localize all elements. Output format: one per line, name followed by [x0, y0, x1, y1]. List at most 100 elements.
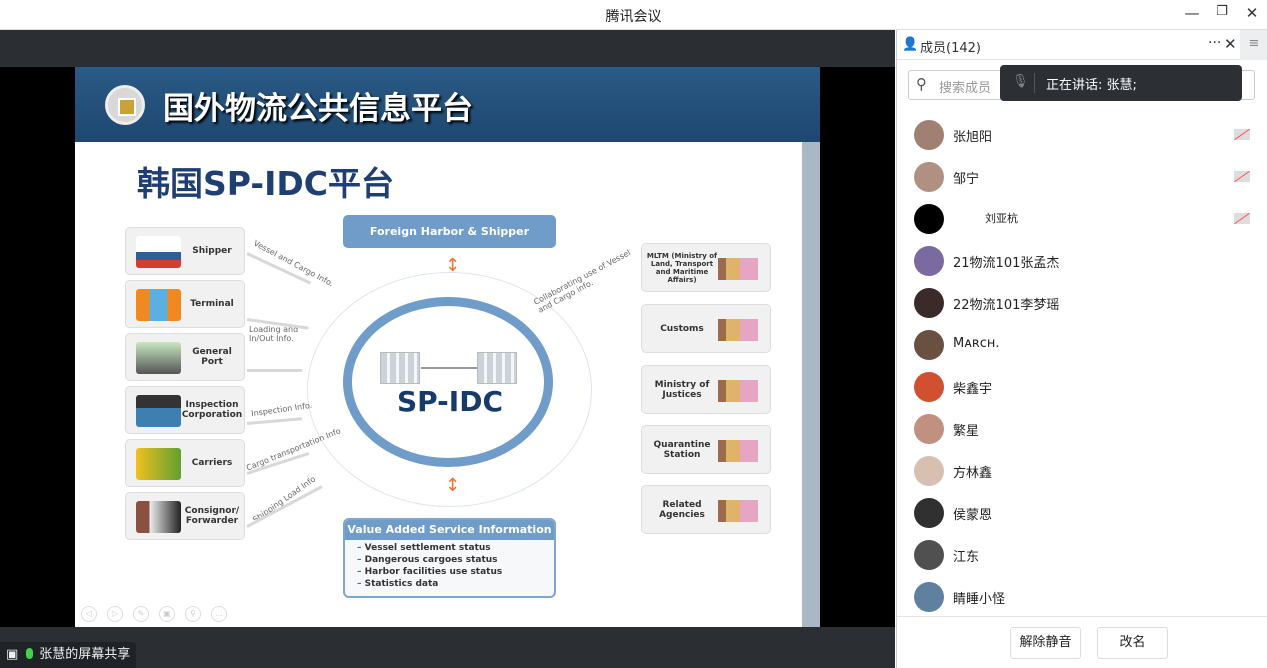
- slide-edge: [802, 142, 820, 627]
- share-label: 张慧的屏幕共享: [39, 647, 131, 662]
- avatar: [914, 330, 944, 360]
- left-box: Consignor/ Forwarder: [125, 492, 245, 540]
- avatar: [914, 246, 944, 276]
- building-icon: [718, 319, 758, 341]
- prev-icon[interactable]: ◁: [81, 606, 97, 622]
- mic-icon: [26, 648, 34, 659]
- member-name: 22物流101李梦瑶: [953, 298, 1060, 313]
- building-icon: [718, 380, 758, 402]
- pen-icon[interactable]: ✎: [133, 606, 149, 622]
- member-row[interactable]: Mᴀʀᴄʜ.: [897, 324, 1267, 366]
- camera-off-icon: [1234, 171, 1250, 182]
- slide-header-title: 国外物流公共信息平台: [163, 91, 473, 127]
- server-icon: [477, 352, 517, 384]
- slide-subtitle: 韩国SP-IDC平台: [137, 164, 394, 203]
- flow-label: Collaborating use of Vessel and Cargo in…: [532, 248, 633, 315]
- member-name: 21物流101张孟杰: [953, 256, 1060, 271]
- minimize-button[interactable]: —: [1184, 4, 1200, 22]
- value-added-box: Value Added Service Information Vessel s…: [343, 518, 556, 598]
- member-name: 睛睡小怪: [953, 592, 1006, 607]
- value-item: Dangerous cargoes status: [345, 554, 554, 566]
- avatar: [914, 414, 944, 444]
- title-bar: 腾讯会议 — ❐ ✕: [0, 0, 1267, 30]
- member-row[interactable]: 江东: [897, 534, 1267, 576]
- left-box-label: General Port: [192, 347, 232, 367]
- avatar: [914, 288, 944, 318]
- building-icon: [718, 500, 758, 522]
- member-row[interactable]: 22物流101李梦瑶: [897, 282, 1267, 324]
- member-name: 方林鑫: [953, 466, 993, 481]
- member-name: 张旭阳: [953, 130, 993, 145]
- more-button[interactable]: ···: [1208, 35, 1222, 51]
- avatar: [914, 120, 944, 150]
- person-icon: 👤: [902, 37, 919, 52]
- mic-muted-icon: 🎙: [1012, 74, 1029, 89]
- right-box-label: Ministry of Justices: [654, 379, 710, 400]
- more-icon[interactable]: …: [211, 606, 227, 622]
- camera-off-icon: [1234, 129, 1250, 140]
- zoom-icon[interactable]: ⚲: [185, 606, 201, 622]
- close-button[interactable]: ✕: [1245, 4, 1259, 22]
- left-box-label: Terminal: [190, 299, 234, 309]
- right-box: Customs: [641, 304, 771, 353]
- rename-button[interactable]: 改名: [1097, 627, 1168, 659]
- member-row[interactable]: 刘亚杭: [897, 198, 1267, 240]
- top-box: Foreign Harbor & Shipper: [343, 215, 556, 248]
- value-item: Vessel settlement status: [345, 542, 554, 554]
- member-name: 柴鑫宇: [953, 382, 993, 397]
- left-box: General Port: [125, 333, 245, 381]
- port-icon: [136, 342, 181, 374]
- left-box-label: Inspection Corporation: [181, 400, 243, 420]
- member-row[interactable]: 邹宁: [897, 156, 1267, 198]
- left-box-label: Carriers: [191, 458, 233, 468]
- screen-share-indicator: ▣ 张慧的屏幕共享: [0, 642, 137, 668]
- left-box: Terminal: [125, 280, 245, 328]
- inspection-icon: [136, 395, 181, 427]
- screen-icon: ▣: [6, 647, 19, 662]
- next-icon[interactable]: ▷: [107, 606, 123, 622]
- member-row[interactable]: 侯蒙恩: [897, 492, 1267, 534]
- divider: [1034, 73, 1035, 93]
- right-box-label: Customs: [660, 323, 704, 334]
- search-placeholder: 搜索成员: [939, 81, 992, 96]
- left-box: Carriers: [125, 439, 245, 487]
- member-row[interactable]: 方林鑫: [897, 450, 1267, 492]
- member-row[interactable]: 21物流101张孟杰: [897, 240, 1267, 282]
- flow-label: Loading and In/Out Info.: [249, 325, 299, 343]
- right-box-label: Related Agencies: [659, 499, 705, 520]
- member-row[interactable]: 繁星: [897, 408, 1267, 450]
- restore-button[interactable]: ❐: [1216, 4, 1228, 19]
- member-name: Mᴀʀᴄʜ.: [953, 336, 1000, 351]
- panel-footer: 解除静音 改名: [897, 616, 1267, 668]
- member-row[interactable]: 睛睡小怪: [897, 576, 1267, 618]
- arrow: [246, 485, 323, 528]
- member-name: 江东: [953, 550, 980, 565]
- flow-label: Inspection Info.: [250, 400, 313, 419]
- member-row[interactable]: 柴鑫宇: [897, 366, 1267, 408]
- arrow-icon: ↕: [445, 255, 461, 276]
- building-icon: [718, 440, 758, 462]
- right-box: MLTM (Ministry of Land, Transport and Ma…: [641, 243, 771, 292]
- bottom-strip: [0, 627, 895, 668]
- unmute-all-button[interactable]: 解除静音: [1010, 627, 1081, 659]
- arrow-icon: ↕: [445, 475, 461, 496]
- menu-button[interactable]: ≡: [1240, 30, 1267, 60]
- truck-icon: [136, 448, 181, 480]
- platform-ring: [343, 297, 553, 467]
- avatar: [914, 582, 944, 612]
- right-box-label: Quarantine Station: [653, 439, 711, 460]
- search-icon: ⚲: [916, 75, 927, 93]
- member-name: 繁星: [953, 424, 980, 439]
- right-box: Quarantine Station: [641, 425, 771, 474]
- arrow: [247, 369, 302, 372]
- avatar: [914, 456, 944, 486]
- close-panel-button[interactable]: ✕: [1224, 35, 1237, 53]
- left-box-label: Consignor/ Forwarder: [184, 506, 240, 526]
- server-icon: [380, 352, 420, 384]
- panel-header: 👤 成员(142) ··· ✕ ≡: [897, 30, 1267, 60]
- member-name: 邹宁: [953, 172, 980, 187]
- member-row[interactable]: 张旭阳: [897, 114, 1267, 156]
- slides-icon[interactable]: ▣: [159, 606, 175, 622]
- left-box: Inspection Corporation: [125, 386, 245, 434]
- left-box-label: Shipper: [192, 246, 232, 256]
